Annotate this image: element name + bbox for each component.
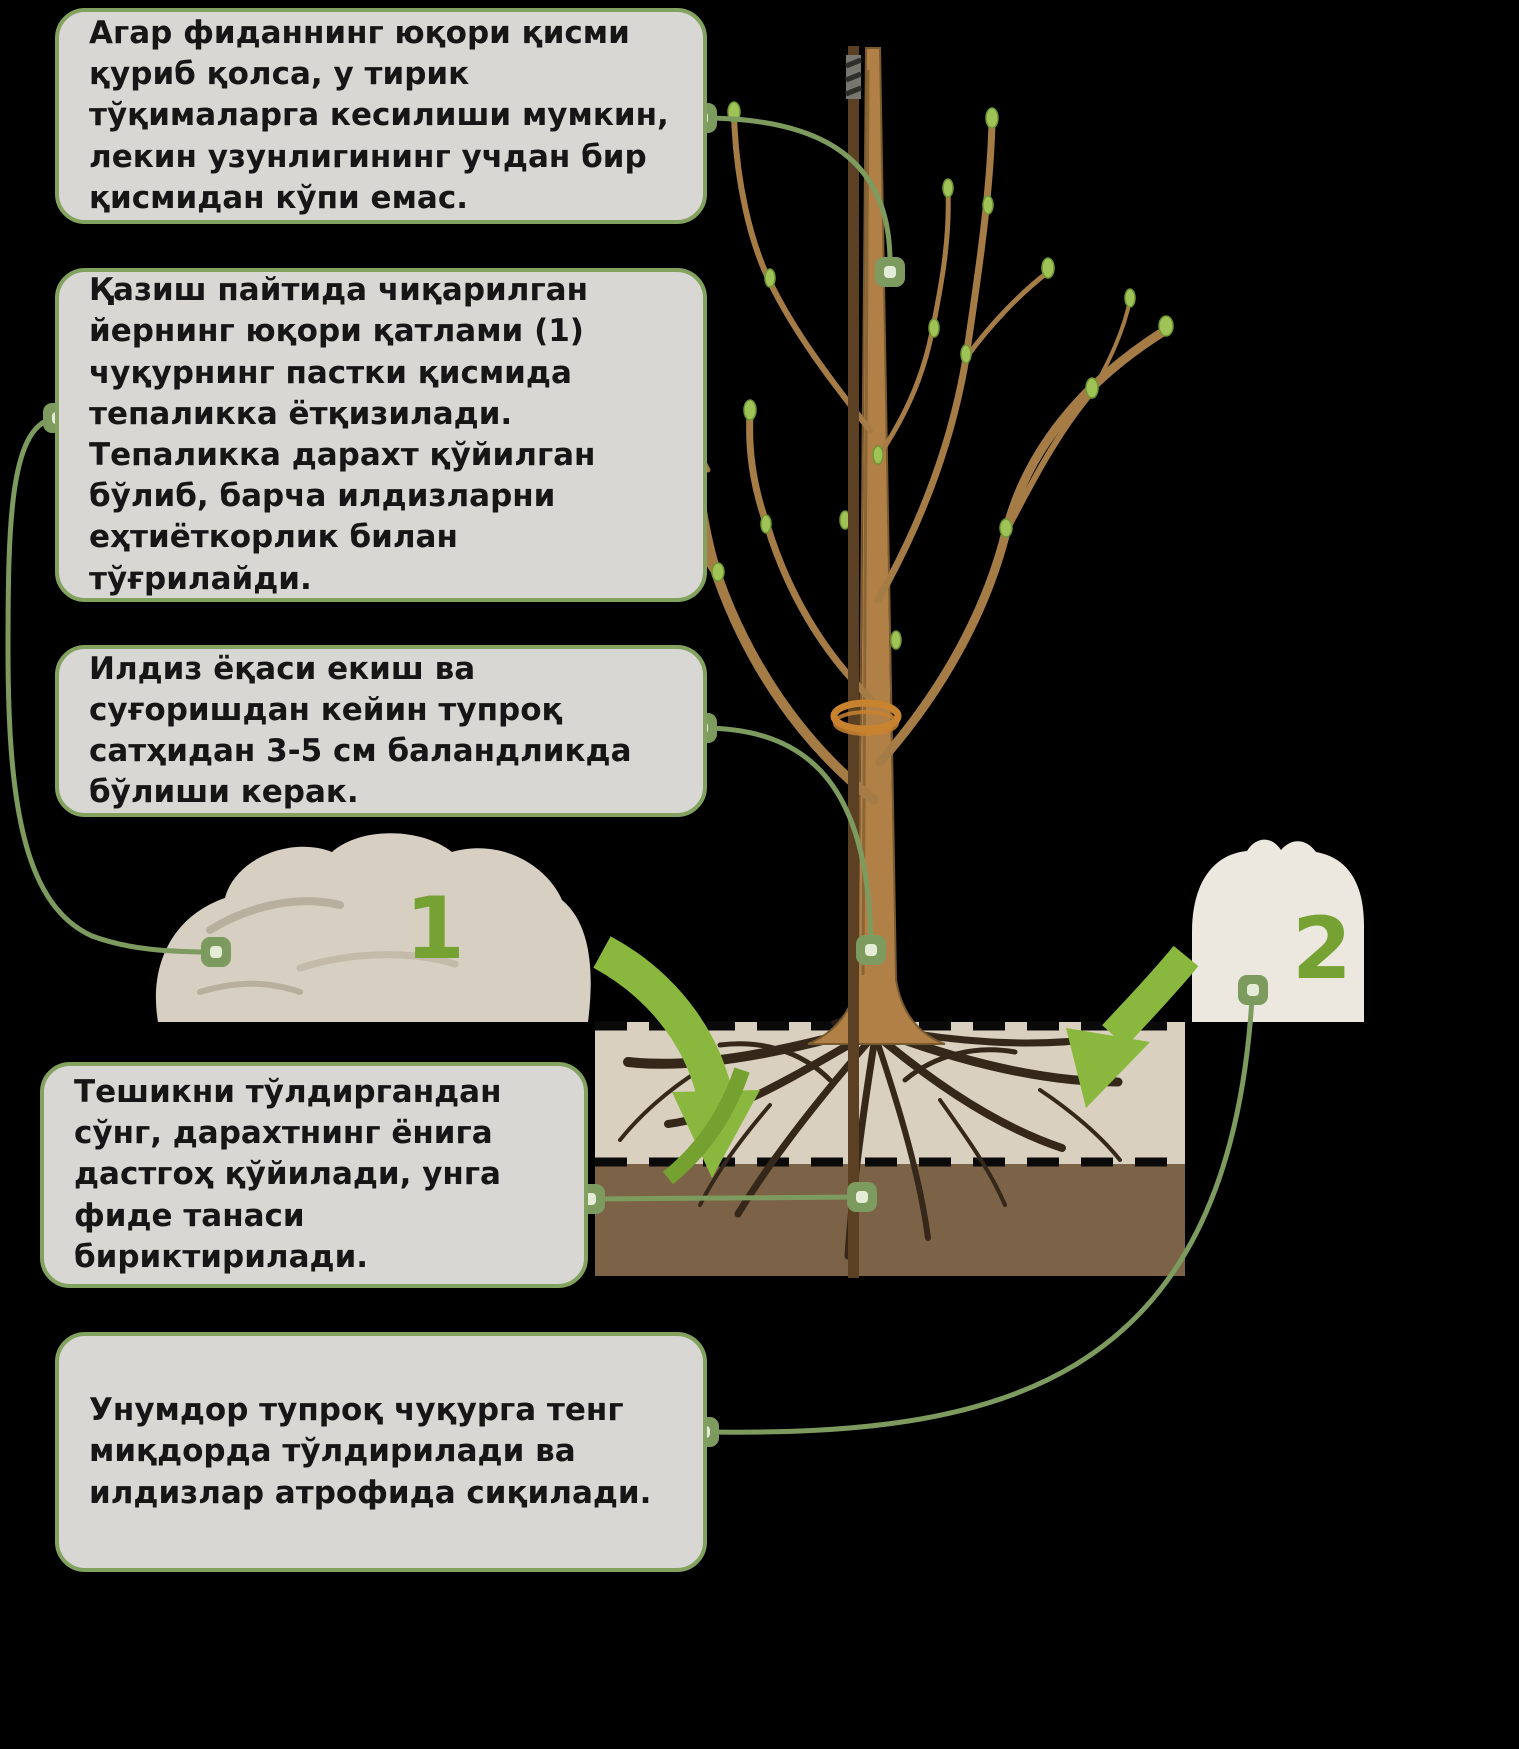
callout-root-collar-text: Илдиз ёқаси екиш ва суғоришдан кейин туп… <box>89 650 632 811</box>
connector-backfill <box>703 997 1255 1435</box>
callout-stake: Тешикни тўлдиргандан сўнг, дарахтнинг ён… <box>40 1062 588 1288</box>
soil-mound-2: 2 <box>1192 839 1364 1022</box>
node <box>201 937 231 967</box>
callout-stake-text: Тешикни тўлдиргандан сўнг, дарахтнинг ён… <box>74 1073 502 1275</box>
soil-mound-1: 1 <box>155 833 591 1022</box>
callout-backfill: Унумдор тупроқ чуқурга тенг миқдорда тўл… <box>55 1332 707 1572</box>
trunk-shade <box>861 69 870 976</box>
mound-1-number: 1 <box>405 879 465 979</box>
connector-pruning <box>701 115 893 263</box>
leaf-buds <box>653 101 1174 650</box>
node <box>847 1182 877 1212</box>
callout-topsoil: Қазиш пайтида чиқарилган йернинг юқори қ… <box>55 268 707 602</box>
mound-1-texture <box>296 951 459 972</box>
node <box>1238 975 1268 1005</box>
mound-2-number: 2 <box>1292 899 1352 999</box>
backfill-arrow-right <box>1066 945 1199 1108</box>
mound-1-texture <box>197 980 303 995</box>
callout-pruning-text: Агар фиданнинг юқори қисми қуриб қолса, … <box>89 14 669 216</box>
subsoil-layer <box>595 1164 1185 1276</box>
backfill-arrow-left <box>593 936 760 1185</box>
callout-pruning: Агар фиданнинг юқори қисми қуриб қолса, … <box>55 8 707 224</box>
connector-topsoil <box>5 415 215 955</box>
node <box>856 935 886 965</box>
tree-branches <box>657 112 1171 805</box>
mound-1-shape <box>155 833 591 1022</box>
callout-root-collar: Илдиз ёқаси екиш ва суғоришдан кейин туп… <box>55 645 707 817</box>
callout-topsoil-text: Қазиш пайтида чиқарилган йернинг юқори қ… <box>89 272 596 597</box>
trunk-tie <box>830 699 902 736</box>
callout-connectors <box>5 115 1255 1435</box>
callout-backfill-text: Унумдор тупроқ чуқурга тенг миқдорда тўл… <box>89 1392 652 1511</box>
mound-2-shape <box>1192 839 1364 1022</box>
connector-root-collar <box>701 725 874 943</box>
connector-stake <box>589 1194 861 1202</box>
node <box>875 257 905 287</box>
support-stake <box>845 46 862 1278</box>
mound-1-texture <box>206 897 344 934</box>
